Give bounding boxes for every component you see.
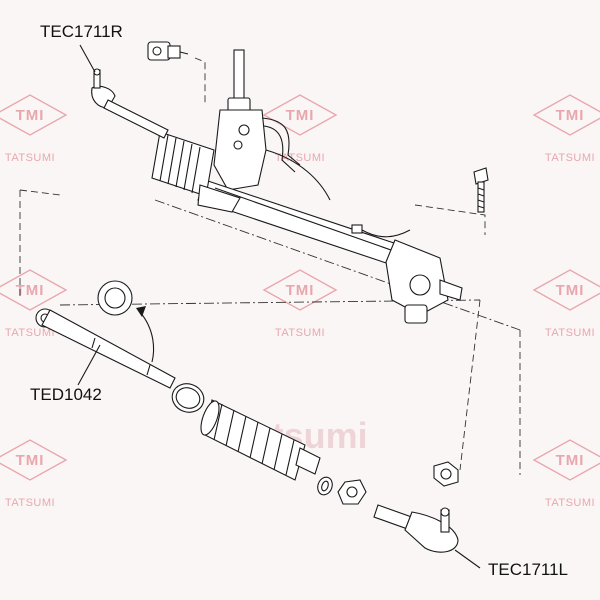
watermark-diamond [0,439,68,481]
castle-nut [433,461,459,487]
leader-lines [77,44,481,569]
watermark-diamond [0,94,68,136]
watermark-maker: TATSUMI [275,327,325,339]
watermark-brand: TMI [556,107,585,124]
assembly-guide-lines [19,57,521,475]
watermark-maker: TATSUMI [5,497,55,509]
watermark-brand: TMI [16,107,45,124]
watermark-badge: TMI TATSUMI [532,439,600,509]
watermark-diamond [532,269,600,311]
watermark-maker: TATSUMI [545,327,595,339]
lock-washer [97,280,155,363]
watermark-brand: TMI [286,282,315,299]
watermark-diamond [532,439,600,481]
watermark-badge: TMI TATSUMI [262,94,338,164]
watermark-badge: TMI TATSUMI [532,269,600,339]
watermark-badge: TMI TATSUMI [0,269,68,339]
watermark-layer: TMI TATSUMI TMI TATSUMI TMI TATSUMI TMI TATSUMI… [0,94,600,509]
watermark-badge: TMI TATSUMI [0,94,68,164]
part-number-label-ted1042: TED1042 [30,385,102,404]
watermark-diamond [262,94,338,136]
watermark-brand: TMI [16,452,45,469]
watermark-diamond [532,94,600,136]
jam-nut [317,476,333,496]
watermark-badge: TMI TATSUMI [262,269,338,339]
watermark-maker: TATSUMI [5,327,55,339]
sensor-connector [147,41,189,61]
rack-boot [200,399,321,481]
watermark-diamond [262,269,338,311]
watermark-brand: TMI [556,452,585,469]
hex-nut [337,479,367,505]
watermark-maker: TATSUMI [275,152,325,164]
watermark-badge: TMI TATSUMI [0,439,68,509]
watermark-maker: TATSUMI [5,152,55,164]
part-number-label-tec1711l: TEC1711L [488,560,569,579]
part-number-label-tec1711r: TEC1711R [40,22,123,41]
watermark-brand: TMI [556,282,585,299]
tie-rod-end-right-part [91,68,169,139]
watermark-maker: TATSUMI [545,152,595,164]
watermark-diamond [0,269,68,311]
watermark-brand: TMI [286,107,315,124]
steering-rack-assembly [151,49,463,324]
watermark-badge: TMI TATSUMI [532,94,600,164]
mounting-bolt [473,167,489,213]
watermark-brand: TMI [16,282,45,299]
inner-tie-rod-part [35,308,176,389]
tie-rod-end-left-part [373,504,459,553]
watermark-maker: TATSUMI [545,497,595,509]
boot-clamp [171,383,205,413]
